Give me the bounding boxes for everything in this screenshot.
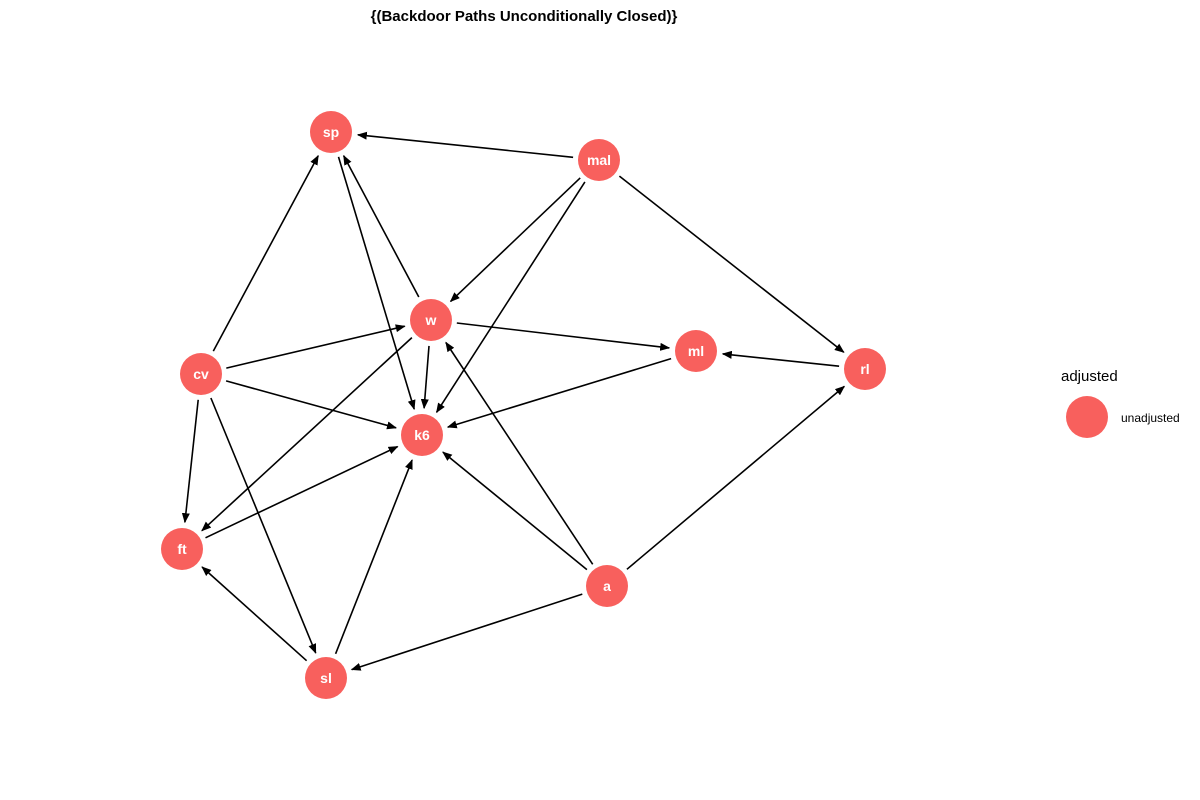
- node-w: w: [410, 299, 452, 341]
- edge-cv-to-sp: [212, 154, 319, 352]
- node-circle-ft: [161, 528, 203, 570]
- edge-w-to-k6: [420, 345, 430, 410]
- node-ft: ft: [161, 528, 203, 570]
- legend-item-label: unadjusted: [1121, 411, 1180, 425]
- node-sl: sl: [305, 657, 347, 699]
- edge-cv-to-sl: [210, 397, 317, 654]
- edge-rl-to-ml: [721, 350, 840, 367]
- node-cv: cv: [180, 353, 222, 395]
- legend: adjusted unadjusted: [1061, 368, 1180, 438]
- nodes-layer: sp mal w cv ml rl k6 ft a sl: [161, 111, 886, 699]
- node-circle-rl: [844, 348, 886, 390]
- node-label-mal: mal: [587, 152, 611, 168]
- edge-mal-to-sp: [356, 131, 574, 159]
- edge-mal-to-rl: [618, 175, 845, 353]
- edge-a-to-rl: [626, 385, 846, 570]
- node-k6: k6: [401, 414, 443, 456]
- edge-a-to-k6: [442, 451, 588, 571]
- edge-w-to-ml: [456, 322, 671, 351]
- edge-mal-to-w: [449, 177, 581, 303]
- node-circle-mal: [578, 139, 620, 181]
- edge-a-to-w: [445, 341, 594, 565]
- node-label-rl: rl: [860, 361, 869, 377]
- node-circle-sl: [305, 657, 347, 699]
- node-circle-k6: [401, 414, 443, 456]
- edge-ml-to-k6: [446, 357, 672, 429]
- node-sp: sp: [310, 111, 352, 153]
- node-rl: rl: [844, 348, 886, 390]
- edges-layer: [181, 131, 846, 671]
- node-mal: mal: [578, 139, 620, 181]
- node-label-sl: sl: [320, 670, 332, 686]
- edge-a-to-sl: [350, 593, 583, 671]
- edge-w-to-sp: [342, 154, 420, 298]
- node-label-sp: sp: [323, 124, 339, 140]
- node-circle-w: [410, 299, 452, 341]
- node-label-ml: ml: [688, 343, 704, 359]
- node-circle-sp: [310, 111, 352, 153]
- edge-sl-to-k6: [334, 459, 413, 655]
- legend-title: adjusted: [1061, 368, 1118, 385]
- node-label-w: w: [425, 312, 437, 328]
- legend-swatch: [1066, 396, 1108, 438]
- node-label-k6: k6: [414, 427, 430, 443]
- node-a: a: [586, 565, 628, 607]
- edge-cv-to-w: [226, 324, 406, 369]
- node-label-a: a: [603, 578, 611, 594]
- node-circle-a: [586, 565, 628, 607]
- edge-sl-to-ft: [201, 566, 308, 662]
- node-ml: ml: [675, 330, 717, 372]
- edge-cv-to-ft: [181, 399, 199, 524]
- edge-sp-to-k6: [337, 156, 416, 411]
- node-label-cv: cv: [193, 366, 209, 382]
- diagram-title: {(Backdoor Paths Unconditionally Closed)…: [371, 8, 678, 25]
- node-label-ft: ft: [177, 541, 187, 557]
- edge-mal-to-k6: [435, 181, 586, 414]
- node-circle-cv: [180, 353, 222, 395]
- edge-ft-to-k6: [205, 445, 399, 539]
- node-circle-ml: [675, 330, 717, 372]
- edge-w-to-ft: [201, 337, 413, 532]
- edge-cv-to-k6: [225, 380, 397, 430]
